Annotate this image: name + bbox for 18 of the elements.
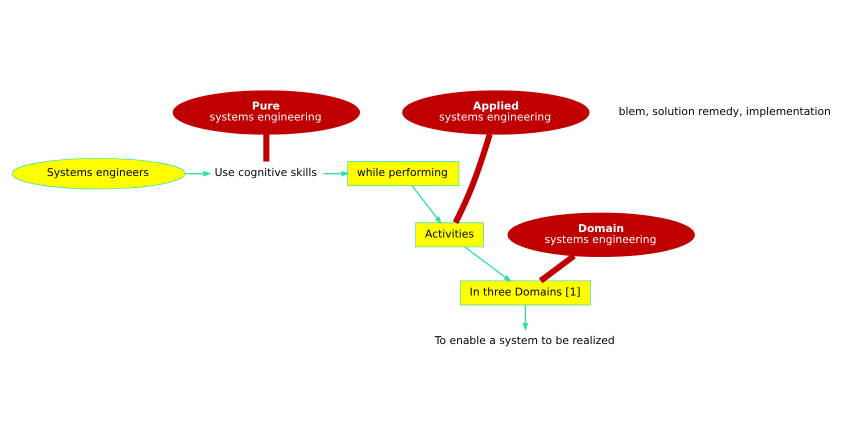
node-box: Activities [415, 222, 484, 247]
node-box: while performing [347, 160, 460, 186]
node-ellipse: Domain systems engineering [508, 212, 695, 257]
arrow [324, 170, 350, 176]
connector [538, 252, 576, 283]
label: blem, solution remedy, implementation [618, 104, 831, 118]
node-text: Use cognitive skills [214, 166, 317, 179]
node-text: To enable a system to be realized [434, 333, 615, 346]
arrow [185, 170, 212, 176]
arrow [522, 304, 528, 331]
node-ellipse: Pure systems engineering [172, 90, 360, 134]
arrow [464, 246, 512, 282]
connector [452, 132, 493, 224]
node-ellipse: Systems engineers [12, 158, 186, 189]
node-box: In three Domains [1] [460, 280, 591, 305]
connector [263, 134, 270, 162]
arrow [412, 184, 442, 224]
node-ellipse: Applied systems engineering [402, 90, 590, 134]
